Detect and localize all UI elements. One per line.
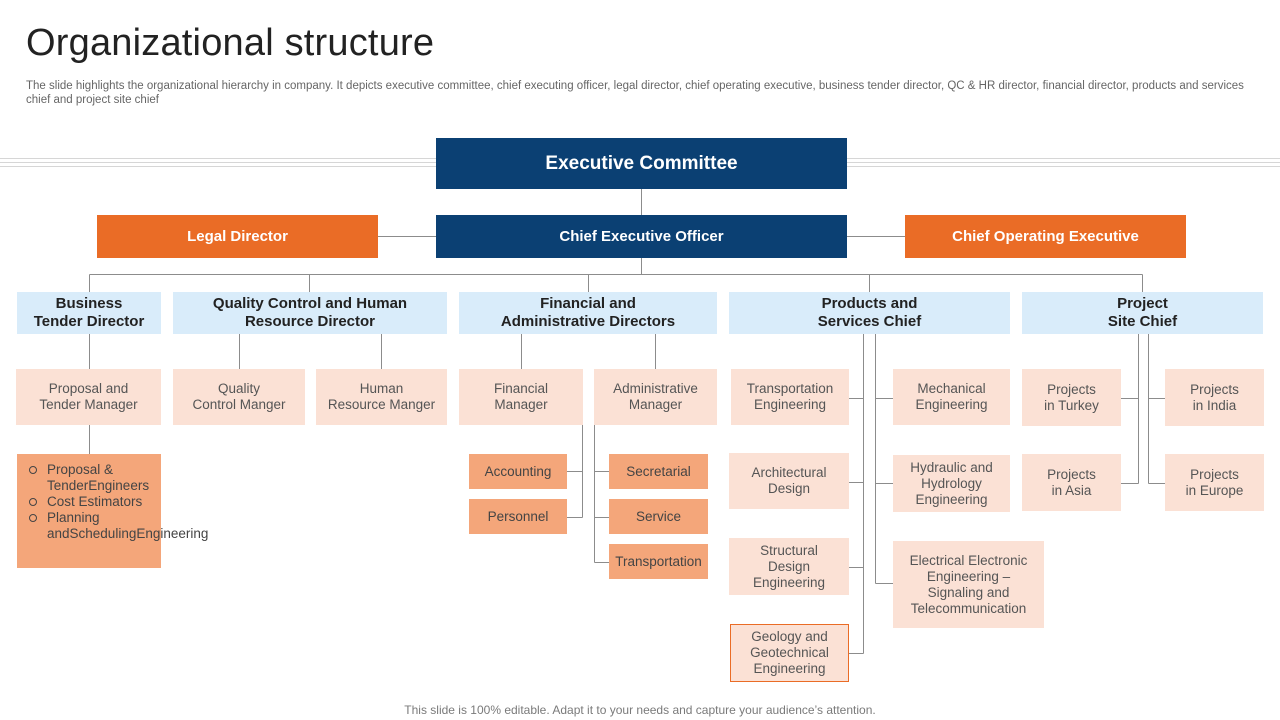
service-box: Service [609, 499, 708, 534]
accounting-box: Accounting [469, 454, 567, 489]
business-tender-duties-list: Proposal & TenderEngineers Cost Estimato… [17, 454, 208, 568]
transportation-box: Transportation [609, 544, 708, 579]
list-item: Cost Estimators [27, 494, 155, 510]
coo-box: Chief Operating Executive [905, 215, 1186, 258]
list-item: Planning andSchedulingEngineering [27, 510, 208, 542]
ceo-box: Chief Executive Officer [436, 215, 847, 258]
secretarial-box: Secretarial [609, 454, 708, 489]
personnel-box: Personnel [469, 499, 567, 534]
list-item: Proposal & TenderEngineers [27, 462, 155, 494]
page-subtitle: The slide highlights the organizational … [26, 80, 1244, 106]
page-title: Organizational structure [26, 22, 435, 64]
footer-note: This slide is 100% editable. Adapt it to… [404, 703, 876, 717]
legal-director-box: Legal Director [97, 215, 378, 258]
executive-committee-box: Executive Committee [436, 138, 847, 189]
